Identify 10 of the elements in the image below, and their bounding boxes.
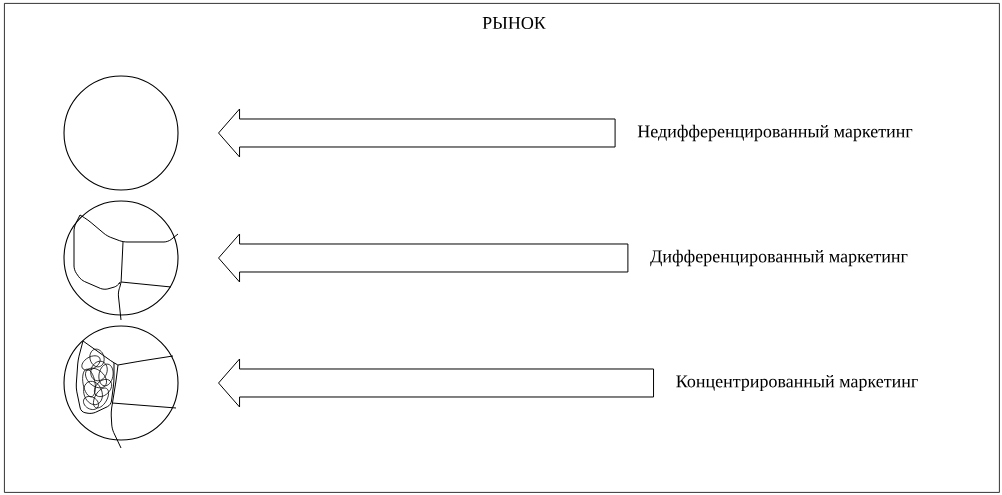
label-text: Дифференцированный маркетинг bbox=[650, 249, 908, 267]
heading: РЫНОК bbox=[482, 16, 546, 30]
block-arrow bbox=[218, 108, 616, 158]
label-text: Концентрированный маркетинг bbox=[676, 374, 918, 392]
segmented-circle-drawing bbox=[63, 200, 179, 321]
segmented-circle-drawing bbox=[63, 325, 179, 449]
block-arrow bbox=[218, 233, 629, 283]
label-text: Недифференцированный маркетинг bbox=[637, 124, 913, 142]
block-arrow bbox=[218, 358, 655, 408]
circle bbox=[63, 75, 179, 191]
